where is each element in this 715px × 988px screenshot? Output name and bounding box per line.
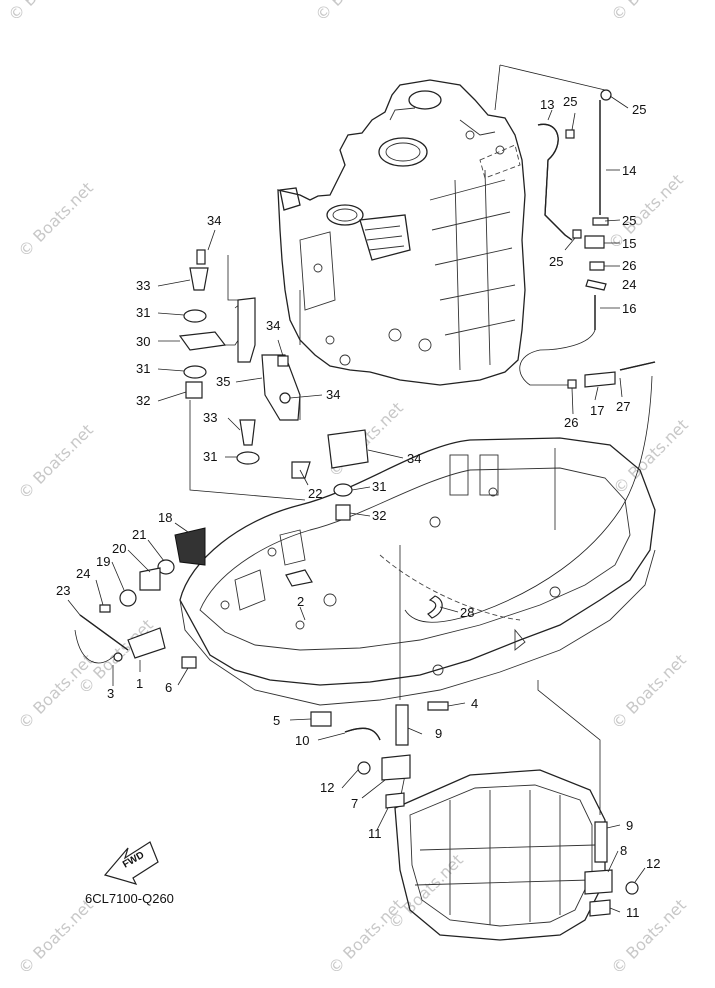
- watermark: © Boats.net: [14, 420, 96, 502]
- callout-25b: 25: [632, 102, 646, 117]
- callout-17: 17: [590, 403, 604, 418]
- watermark: © Boats.net: [607, 895, 689, 977]
- watermark: © Boats.net: [324, 895, 406, 977]
- callout-24: 24: [76, 566, 90, 581]
- callout-32b: 32: [372, 508, 386, 523]
- callout-4: 4: [471, 696, 478, 711]
- fwd-arrow-icon: FWD: [103, 841, 159, 885]
- callout-34d: 34: [407, 451, 421, 466]
- watermark: © Boats.net: [14, 178, 96, 260]
- callout-6: 6: [165, 680, 172, 695]
- callout-26b: 26: [564, 415, 578, 430]
- callout-34b: 34: [266, 318, 280, 333]
- callout-27: 27: [616, 399, 630, 414]
- callout-25d: 25: [549, 254, 563, 269]
- callout-31d: 31: [372, 479, 386, 494]
- callout-13: 13: [540, 97, 554, 112]
- callout-33a: 33: [136, 278, 150, 293]
- callout-11: 11: [368, 826, 382, 841]
- callout-1: 1: [136, 676, 143, 691]
- watermark: © Boats.net: [607, 650, 689, 732]
- callout-32a: 32: [136, 393, 150, 408]
- callout-9b: 9: [626, 818, 633, 833]
- callout-33b: 33: [203, 410, 217, 425]
- callout-12b: 12: [646, 856, 660, 871]
- bottom-cowling-illustration: [179, 437, 656, 706]
- callout-11b: 11: [626, 905, 640, 920]
- callout-3: 3: [107, 686, 114, 701]
- callout-leaders: [67, 95, 646, 913]
- watermark: © Boats.net: [604, 170, 686, 252]
- callout-8: 8: [620, 843, 627, 858]
- watermark: © Boats.net: [609, 415, 691, 497]
- callout-20: 20: [112, 541, 126, 556]
- callout-31a: 31: [136, 305, 150, 320]
- callout-34a: 34: [207, 213, 221, 228]
- callout-35: 35: [216, 374, 230, 389]
- watermark: © Boats.net: [4, 0, 86, 25]
- hardware-parts: [79, 89, 656, 917]
- callout-24b: 24: [622, 277, 636, 292]
- callout-21: 21: [132, 527, 146, 542]
- callout-31b: 31: [136, 361, 150, 376]
- callout-18: 18: [158, 510, 172, 525]
- callout-19: 19: [96, 554, 110, 569]
- callout-30: 30: [136, 334, 150, 349]
- callout-2: 2: [297, 594, 304, 609]
- callout-25c: 25: [622, 213, 636, 228]
- callout-26a: 26: [622, 258, 636, 273]
- callout-7: 7: [351, 796, 358, 811]
- callout-14: 14: [622, 163, 636, 178]
- callout-34c: 34: [326, 387, 340, 402]
- callout-12: 12: [320, 780, 334, 795]
- engine-block-illustration: [277, 79, 526, 386]
- callout-23: 23: [56, 583, 70, 598]
- callout-5: 5: [273, 713, 280, 728]
- watermark: © Boats.net: [14, 895, 96, 977]
- callout-9: 9: [435, 726, 442, 741]
- watermark: © Boats.net: [607, 0, 689, 25]
- callout-28: 28: [460, 605, 474, 620]
- watermark: © Boats.net: [311, 0, 393, 25]
- callout-25a: 25: [563, 94, 577, 109]
- callout-22: 22: [308, 486, 322, 501]
- callout-15: 15: [622, 236, 636, 251]
- callout-31c: 31: [203, 449, 217, 464]
- callout-16: 16: [622, 301, 636, 316]
- callout-labels: 1 2 3 4 5 6 7 8 9 9 10 11 11 12 12 13 14…: [56, 94, 660, 920]
- callout-10: 10: [295, 733, 309, 748]
- diagram-code: 6CL7100-Q260: [85, 891, 174, 906]
- lower-case-illustration: [394, 769, 606, 941]
